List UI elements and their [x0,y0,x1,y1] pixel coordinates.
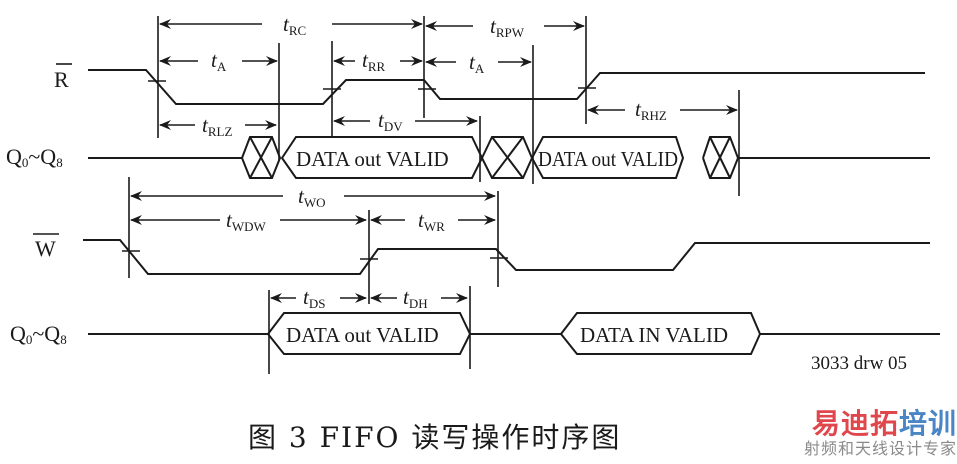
q-sub1: 8 [56,155,63,170]
label-t-rc: tRC [283,12,306,38]
waveform-read [88,69,925,105]
q-sub1: 8 [60,332,67,347]
watermark-logo: 易迪拓培训 射频和天线设计专家 [776,409,957,459]
watermark-tagline: 射频和天线设计专家 [803,439,957,458]
label-t-wo: tWO [298,184,326,210]
signal-label-q-write: Q0~Q8 [10,321,67,347]
data-box-label: DATA out VALID [538,147,678,171]
label-t-wr: tWR [418,208,445,234]
q-main: Q [6,144,22,169]
data-box-label: DATA out VALID [296,147,449,171]
drawing-id: 3033 drw 05 [811,353,907,374]
q-main: Q [10,321,26,346]
label-t-dh: tDH [403,285,428,311]
label-t-ds: tDS [303,285,325,311]
q-tilde: ~Q [28,144,56,169]
label-t-a: tA [211,48,227,74]
figure-caption: 图 3 FIFO 读写操作时序图 [248,421,622,454]
svg-text:Q0~Q8: Q0~Q8 [6,144,63,170]
waveform-q-write [88,312,940,355]
signal-label-write: W [33,233,59,261]
label-t-rpw: tRPW [490,14,525,40]
signal-name-write: W [35,236,56,261]
watermark-brand-part1: 易迪拓 [811,407,899,440]
waveform-write [83,239,930,275]
guide-lines [128,16,740,374]
signal-label-read: R [54,63,72,92]
signal-label-q-read: Q0~Q8 [6,144,63,170]
waveform-q-read [88,136,930,179]
label-t-a: tA [469,50,485,76]
label-t-rlz: tRLZ [202,113,232,139]
q-tilde: ~Q [32,321,60,346]
q-sub0: 0 [22,155,29,170]
label-t-rr: tRR [362,48,386,74]
watermark-brand-part2: 培训 [898,407,957,440]
label-t-rhz: tRHZ [635,97,667,123]
label-t-wdw: tWDW [226,208,267,234]
data-box-label: DATA out VALID [286,323,439,347]
q-sub0: 0 [26,332,33,347]
label-t-dv: tDV [378,108,403,134]
timing-diagram: R Q0~Q8 W Q0~Q8 [6,12,940,374]
data-box-label: DATA IN VALID [580,323,728,347]
svg-text:Q0~Q8: Q0~Q8 [10,321,67,347]
data-box-read-2 [530,136,685,179]
signal-name-read: R [54,67,69,92]
